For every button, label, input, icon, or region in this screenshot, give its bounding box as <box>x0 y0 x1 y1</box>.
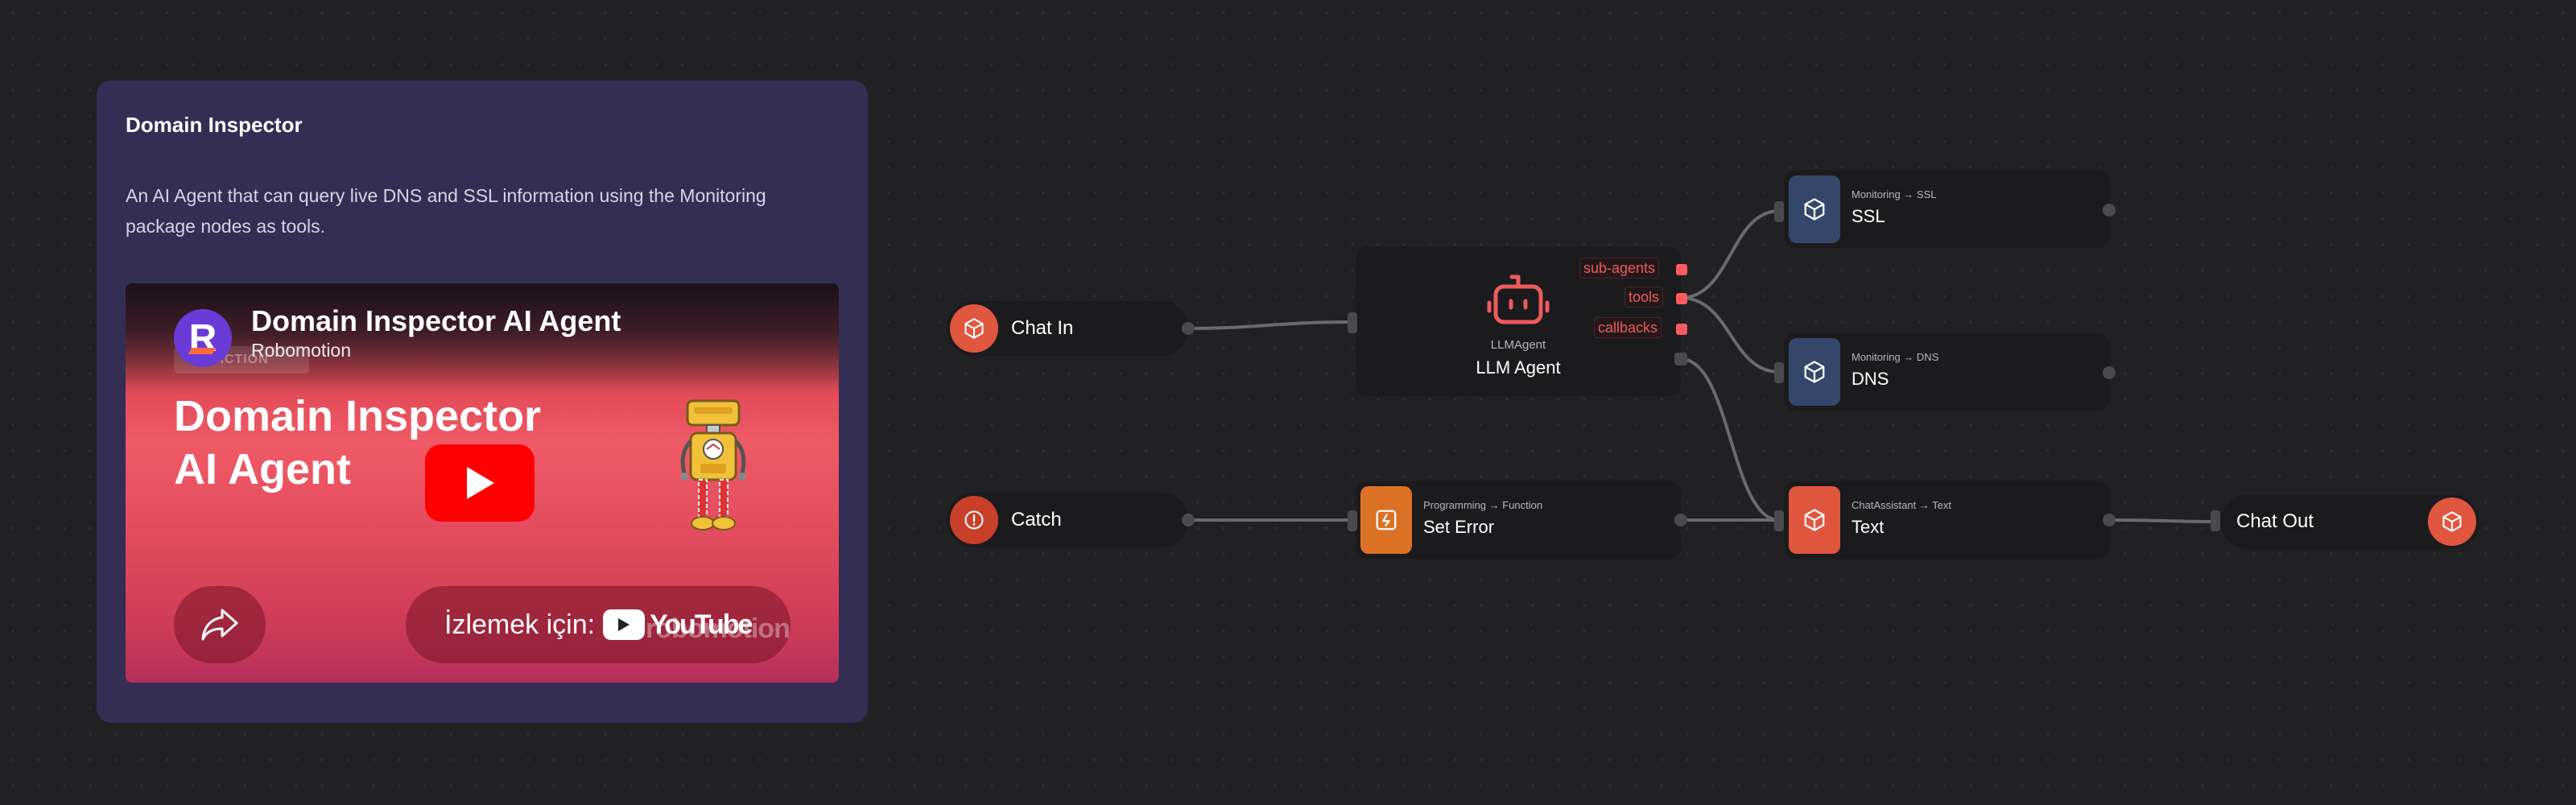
set-error-input-port[interactable] <box>1348 510 1357 531</box>
chat-in-output-port[interactable] <box>1182 322 1195 335</box>
alert-circle-icon <box>964 510 984 530</box>
robot-icon <box>1487 275 1550 324</box>
sub-agents-port[interactable] <box>1676 264 1687 275</box>
set-error-node-type: Programming → Function <box>1423 499 1543 511</box>
chat-out-node[interactable]: Chat Out <box>2220 494 2479 549</box>
sub-agents-port-label: sub-agents <box>1579 258 1660 279</box>
tools-port[interactable] <box>1676 293 1687 304</box>
function-icon <box>1376 510 1397 530</box>
info-description: An AI Agent that can query live DNS and … <box>126 185 766 237</box>
video-channel-name[interactable]: Robomotion <box>251 340 352 361</box>
chat-in-label: Chat In <box>1011 317 1074 339</box>
watch-on-youtube-button[interactable]: İzlemek için: YouTube <box>406 586 791 663</box>
package-icon <box>1804 198 1825 221</box>
dns-input-port[interactable] <box>1774 362 1784 383</box>
dns-output-port[interactable] <box>2103 366 2116 379</box>
video-top-shade <box>126 283 839 388</box>
llm-agent-type: LLMAgent <box>1490 338 1546 352</box>
catch-label: Catch <box>1011 509 1062 530</box>
callbacks-port-label: callbacks <box>1594 317 1662 338</box>
robot-illustration <box>680 399 746 530</box>
youtube-logo: YouTube <box>603 609 753 641</box>
set-error-node-title: Set Error <box>1423 517 1495 537</box>
chat-in-node[interactable]: Chat In <box>947 301 1188 356</box>
youtube-play-icon <box>603 609 646 640</box>
ssl-node-title: SSL <box>1852 206 1885 226</box>
chat-out-label: Chat Out <box>2236 510 2314 532</box>
chat-in-icon-badge <box>950 304 998 353</box>
ssl-node-type: Monitoring → SSL <box>1852 188 1937 200</box>
text-node-type: ChatAssistant → Text <box>1852 499 1952 511</box>
ssl-node[interactable]: Monitoring → SSL SSL <box>1784 171 2109 248</box>
callbacks-port[interactable] <box>1676 324 1687 335</box>
share-icon <box>201 609 238 641</box>
video-headline-line2: AI Agent <box>174 445 351 493</box>
tools-port-label: tools <box>1624 287 1664 308</box>
set-error-output-port[interactable] <box>1674 514 1687 526</box>
text-icon-badge <box>1789 486 1840 554</box>
package-icon <box>1804 361 1825 383</box>
dns-node-title: DNS <box>1852 369 1889 389</box>
dns-node-type: Monitoring → DNS <box>1852 351 1939 363</box>
chat-out-icon-badge <box>2428 497 2476 546</box>
channel-avatar[interactable]: R <box>174 309 232 367</box>
package-icon <box>964 318 984 339</box>
ssl-input-port[interactable] <box>1774 201 1784 222</box>
set-error-icon-badge <box>1360 486 1412 554</box>
catch-node[interactable]: Catch <box>947 493 1188 547</box>
dns-node[interactable]: Monitoring → DNS DNS <box>1784 333 2109 411</box>
watch-label: İzlemek için: <box>444 609 596 640</box>
info-title: Domain Inspector <box>126 113 303 137</box>
video-watermark: robomotion <box>646 613 791 644</box>
video-title[interactable]: Domain Inspector AI Agent <box>251 304 621 337</box>
text-node-title: Text <box>1852 517 1885 537</box>
video-headline-line1: Domain Inspector <box>174 392 542 440</box>
video-headline: Domain Inspector AI Agent <box>174 390 541 496</box>
video-embed[interactable]: ACTION R Domain Inspector AI Agent Robom… <box>126 283 839 683</box>
text-node[interactable]: ChatAssistant → Text Text <box>1784 481 2109 559</box>
text-input-port[interactable] <box>1774 510 1784 531</box>
chat-out-input-port[interactable] <box>2211 510 2220 531</box>
play-icon <box>467 467 494 499</box>
share-button[interactable] <box>174 586 266 663</box>
ssl-icon-badge <box>1789 175 1840 243</box>
catch-icon-badge <box>950 496 998 544</box>
play-button[interactable] <box>425 444 535 522</box>
package-icon <box>2442 511 2462 532</box>
llm-agent-title: LLM Agent <box>1476 357 1561 378</box>
info-panel: Domain Inspector An AI Agent that can qu… <box>97 80 868 723</box>
llm-agent-output-port[interactable] <box>1674 353 1687 365</box>
llm-agent-input-port[interactable] <box>1348 312 1357 333</box>
package-icon <box>1804 509 1825 531</box>
youtube-wordmark: YouTube <box>650 609 753 640</box>
catch-output-port[interactable] <box>1182 514 1195 526</box>
text-output-port[interactable] <box>2103 514 2116 526</box>
set-error-node[interactable]: Programming → Function Set Error <box>1356 481 1681 559</box>
ssl-output-port[interactable] <box>2103 204 2116 217</box>
dns-icon-badge <box>1789 338 1840 406</box>
